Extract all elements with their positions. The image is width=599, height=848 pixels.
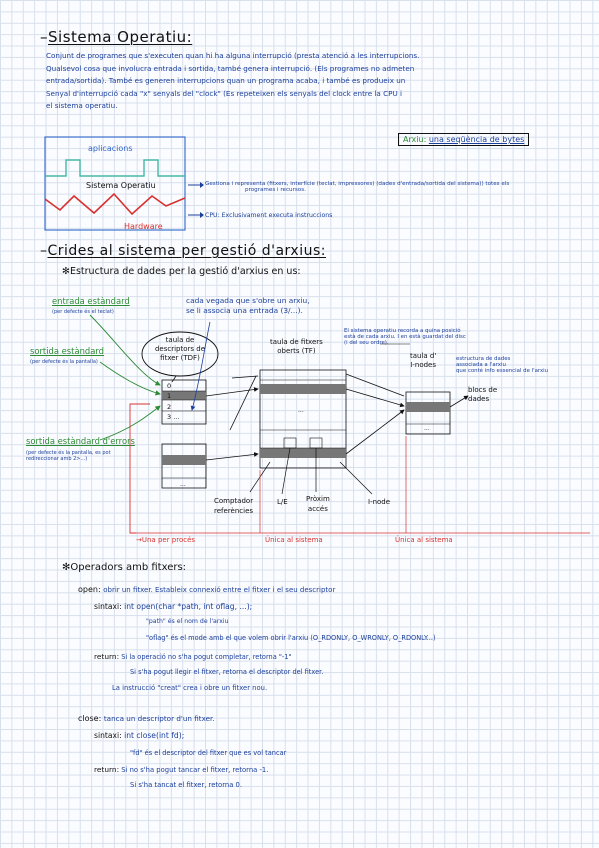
file-structures-diagram <box>89 314 590 534</box>
os-label: Sistema Operatiu <box>86 181 156 190</box>
inode-field-label: I-node <box>368 498 391 506</box>
structure-subtitle: ✻Estructura de dades per la gestió d'arx… <box>62 266 301 277</box>
tdf2-dots: ... <box>180 481 186 488</box>
section-title-os: –Sistema Operatiu: <box>40 28 193 46</box>
unique-system-label-inode: Única al sistema <box>395 536 453 544</box>
stderr-note: (per defecte és la pantalla, es pot redi… <box>26 450 111 463</box>
open-syntax: sintaxi: int open(char *path, int oflag,… <box>94 602 253 611</box>
tf-label: taula de fitxers oberts (TF) <box>270 338 323 355</box>
fd-note: "fd" és el descriptor del fitxer que es … <box>130 749 287 757</box>
tf-dots: ... <box>298 407 304 414</box>
path-note: "path" és el nom de l'arxiu <box>146 618 229 625</box>
inode-dots: ... <box>424 425 430 432</box>
os-paragraph: Conjunt de programes que s'executen quan… <box>46 51 420 111</box>
close-heading: close: tanca un descriptor d'un fitxer. <box>78 714 215 723</box>
open-return-2: Si s'ha pogut llegir el fitxer, retorna … <box>130 668 324 676</box>
stdout-note: (per defecte és la pantalla) <box>30 359 98 365</box>
ref-counter-label: Comptador referències <box>214 497 254 515</box>
inode-table-label: taula d' I-nodes <box>410 352 437 369</box>
tdf-label: taula de descriptors de fitxer (TDF) <box>154 336 206 362</box>
open-return: return: Si la operació no s'ha pogut com… <box>94 652 292 661</box>
cpu-note: CPU: Exclusivament executa instruccions <box>205 212 333 219</box>
next-access-label: Pròxim accés <box>306 495 330 513</box>
rw-label: L/E <box>277 498 288 506</box>
unique-system-label-tf: Única al sistema <box>265 536 323 544</box>
hardware-label: Hardware <box>124 222 163 231</box>
tdf-bubble <box>141 331 219 382</box>
stdin-label: entrada estàndard <box>52 296 130 306</box>
os-note: Gestiona i representa (fitxers, interfíc… <box>205 181 510 194</box>
close-syntax: sintaxi: int close(int fd); <box>94 731 185 740</box>
oflag-note: "oflag" és el mode amb el que volem obri… <box>146 634 436 642</box>
open-heading: open: obrir un fitxer. Estableix connexi… <box>78 585 336 594</box>
applications-label: aplicacions <box>88 144 133 153</box>
data-blocks-label: blocs de dades <box>468 386 498 403</box>
per-process-label: →Una per procés <box>136 536 196 544</box>
inode-note: estructura de dades associada a l'arxiu … <box>456 356 549 375</box>
section-title-syscalls: –Crides al sistema per gestió d'arxius: <box>40 243 326 259</box>
section-title-operators: ✻Operadors amb fitxers: <box>62 562 187 573</box>
os-layers-diagram <box>44 136 186 231</box>
stdin-note: (per defecte és el teclat) <box>52 309 114 315</box>
tf-note: El sistema operatiu recorda a quina posi… <box>344 328 466 347</box>
os-arrows <box>188 182 204 218</box>
stderr-label: sortida estàndard d'errors <box>26 436 135 446</box>
close-return: return: Si no s'ha pogut tancar el fitxe… <box>94 765 269 774</box>
close-return-2: Si s'ha tancat el fitxer, retorna 0. <box>130 781 243 789</box>
arxiu-definition-box: Arxiu: una seqüència de bytes <box>398 133 530 146</box>
fd-index-list: 0 1 2 3 ... <box>167 382 180 422</box>
open-entry-note: cada vegada que s'obre un arxiu, se li a… <box>186 296 310 315</box>
stdout-label: sortida estàndard <box>30 346 104 356</box>
creat-note: La instrucció "creat" crea i obre un fit… <box>112 684 268 692</box>
